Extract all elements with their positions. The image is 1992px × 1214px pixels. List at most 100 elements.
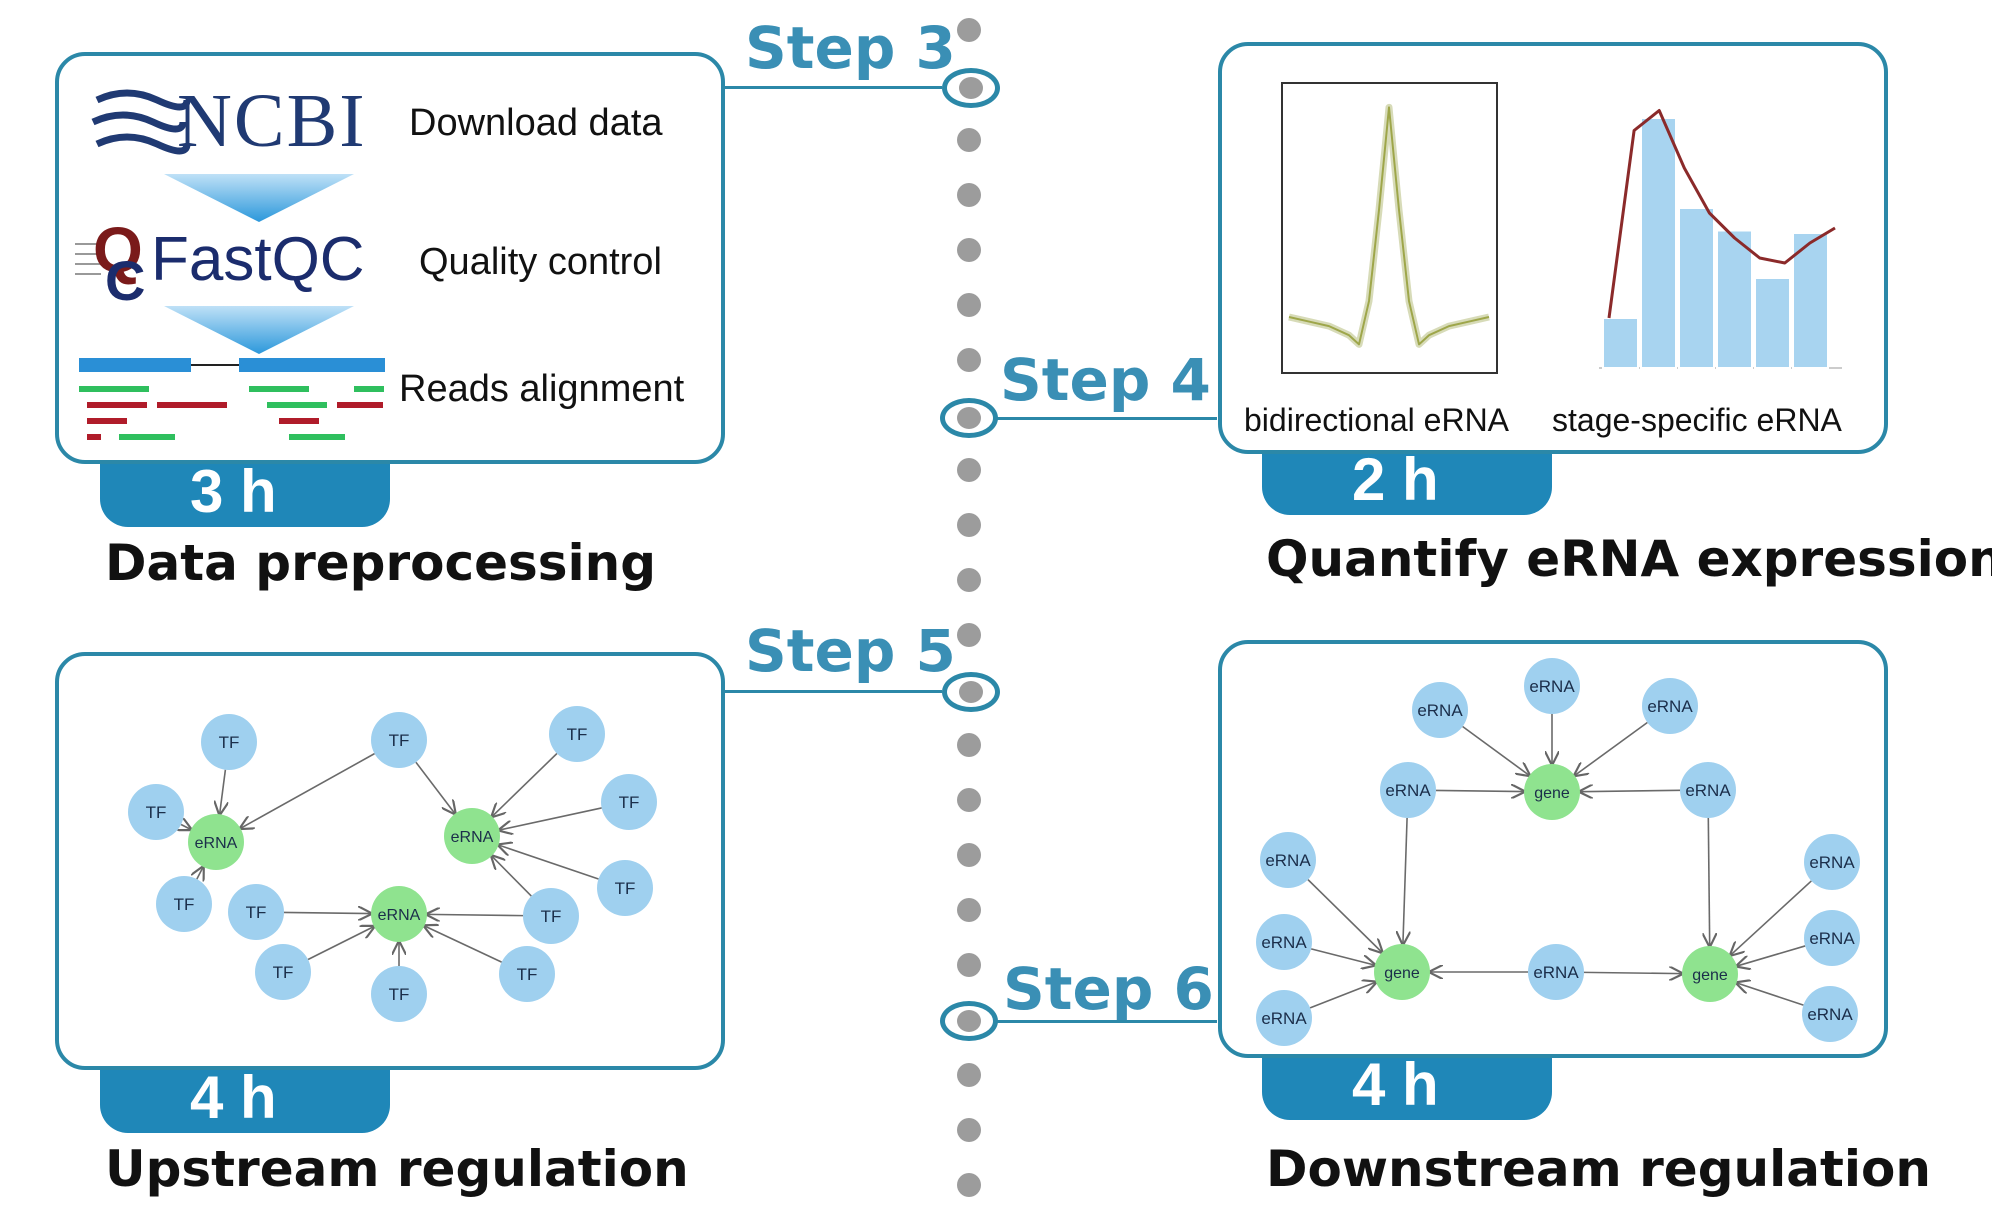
network-edge (499, 845, 599, 880)
svg-text:TF: TF (246, 903, 267, 922)
source-node: TF (128, 784, 184, 840)
svg-text:eRNA: eRNA (451, 829, 494, 846)
arrow-down-icon (164, 174, 354, 222)
svg-text:eRNA: eRNA (1809, 853, 1855, 872)
network-edge (1310, 948, 1375, 965)
hist-bar (1678, 207, 1715, 369)
hist-bar (1640, 117, 1677, 369)
svg-text:TF: TF (389, 985, 410, 1004)
timeline-dot (957, 18, 981, 42)
svg-text:eRNA: eRNA (1529, 677, 1575, 696)
source-node: TF (255, 944, 311, 1000)
svg-text:TF: TF (615, 879, 636, 898)
reads-alignment-label: Reads alignment (399, 368, 685, 410)
panel-quantify-erna: bidirectional eRNA stage-specific eRNA (1218, 42, 1888, 454)
svg-text:C: C (105, 249, 145, 304)
bidirectional-erna-label: bidirectional eRNA (1244, 402, 1510, 438)
timeline-dot (957, 1063, 981, 1087)
svg-text:eRNA: eRNA (1265, 851, 1311, 870)
svg-text:gene: gene (1384, 965, 1420, 982)
density-curve (1607, 109, 1836, 319)
target-node: gene (1374, 944, 1430, 1000)
fastqc-logo-text: FastQC (151, 225, 365, 294)
network-edge (1309, 982, 1376, 1009)
svg-text:TF: TF (619, 793, 640, 812)
timeline-dot (957, 513, 981, 537)
peak-line (1288, 106, 1490, 346)
ncbi-logo-text: NCBI (177, 79, 367, 163)
svg-text:eRNA: eRNA (378, 907, 421, 924)
source-node: eRNA (1642, 678, 1698, 734)
source-node: TF (156, 876, 212, 932)
source-node: eRNA (1256, 914, 1312, 970)
svg-text:Q: Q (93, 214, 143, 286)
svg-text:TF: TF (541, 907, 562, 926)
panel-downstream-regulation: gene gene gene eRNA eRNA eRNA eRNA eRNA eRNA eRNA… (1218, 640, 1888, 1058)
source-node: eRNA (1260, 832, 1316, 888)
bidirectional-erna-chart (1281, 82, 1498, 374)
step-4-connector (995, 417, 1217, 420)
timeline-dot (957, 183, 981, 207)
source-node: TF (523, 888, 579, 944)
network-edge (492, 856, 532, 897)
network-edge (283, 912, 371, 913)
source-node: eRNA (1380, 762, 1436, 818)
network-edge (1731, 880, 1812, 955)
svg-text:TF: TF (273, 963, 294, 982)
svg-text:eRNA: eRNA (1685, 781, 1731, 800)
step-4-marker (940, 398, 998, 438)
panel-data-preprocessing: NCBI Download data Q C FastQC Quality co… (55, 52, 725, 464)
timeline-dot (957, 898, 981, 922)
stage-specific-erna-chart (1599, 109, 1842, 369)
arrow-down-icon (164, 306, 354, 354)
network-edge (1708, 817, 1709, 946)
ncbi-logo-icon (91, 89, 191, 155)
svg-text:eRNA: eRNA (195, 835, 238, 852)
svg-text:eRNA: eRNA (1533, 963, 1579, 982)
network-edge (1737, 945, 1806, 966)
timeline-dot (957, 238, 981, 262)
download-data-label: Download data (409, 102, 663, 144)
svg-text:gene: gene (1692, 967, 1728, 984)
svg-text:TF: TF (146, 803, 167, 822)
step-5-connector (720, 690, 942, 693)
network-edge (1575, 721, 1648, 775)
hist-bar (1754, 277, 1791, 369)
panel3-caption: Upstream regulation (105, 1140, 689, 1198)
svg-text:TF: TF (174, 895, 195, 914)
fastqc-logo-icon: Q C (75, 214, 145, 304)
quality-control-label: Quality control (419, 241, 662, 283)
source-node: TF (228, 884, 284, 940)
network-edge (181, 825, 191, 830)
timeline-dot (957, 953, 981, 977)
reads-alignment-icon (79, 358, 385, 440)
source-node: TF (597, 860, 653, 916)
panel2-caption: Quantify eRNA expression (1266, 530, 1992, 588)
chart-frame (1281, 82, 1498, 374)
network-edge (1580, 790, 1681, 791)
source-node: TF (201, 714, 257, 770)
svg-text:TF: TF (567, 725, 588, 744)
source-node: eRNA (1528, 944, 1584, 1000)
panel1-caption: Data preprocessing (105, 534, 657, 592)
network-edge (1435, 790, 1524, 791)
hist-bar (1602, 317, 1639, 369)
target-node: gene (1682, 946, 1738, 1002)
network-edge (415, 761, 455, 813)
network-edge (1403, 817, 1407, 944)
svg-text:eRNA: eRNA (1261, 933, 1307, 952)
step-6-label: Step 6 (1003, 955, 1214, 1023)
step-4-label: Step 4 (1000, 346, 1211, 414)
step-6-connector (995, 1020, 1217, 1023)
panel4-caption: Downstream regulation (1266, 1140, 1931, 1198)
timeline-dot (957, 788, 981, 812)
svg-text:gene: gene (1534, 785, 1570, 802)
timeline-dot (957, 128, 981, 152)
target-node: eRNA (444, 808, 500, 864)
svg-text:eRNA: eRNA (1809, 929, 1855, 948)
svg-text:eRNA: eRNA (1647, 697, 1693, 716)
source-node: eRNA (1524, 658, 1580, 714)
step-3-label: Step 3 (745, 14, 956, 82)
